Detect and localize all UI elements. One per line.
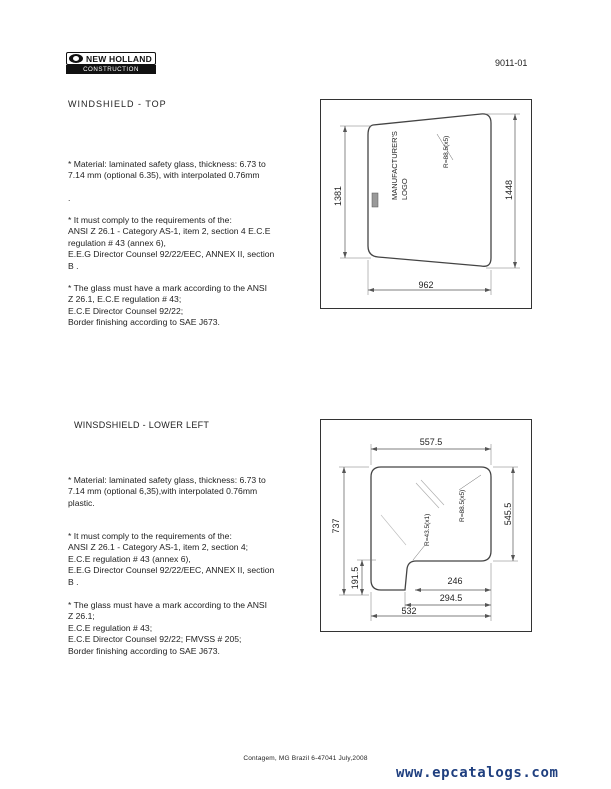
- diagram-top-frame: 1381 1448 962 R=88.5(x5) MANUFACTURER'S …: [320, 99, 532, 309]
- dim-top-width: 557.5: [420, 437, 443, 447]
- windshield-lower-diagram: 557.5 545.5 737 191.5 246 294.5: [331, 437, 518, 621]
- text-line: Border finishing according to SAE J673.: [68, 317, 220, 328]
- leaf-icon: [69, 54, 83, 63]
- logo-label-1: MANUFACTURER'S: [390, 131, 399, 200]
- text-line: Z 26.1, E.C.E regulation # 43;: [68, 294, 182, 305]
- windshield-top-diagram: 1381 1448 962 R=88.5(x5) MANUFACTURER'S …: [333, 113, 520, 295]
- text-line: E.E.G Director Counsel 92/22/EEC, ANNEX …: [68, 249, 275, 260]
- dim-height-right: 1448: [504, 180, 514, 200]
- text-line: * It must comply to the requirements of …: [68, 531, 232, 541]
- radius-label: R=88.5(x5): [443, 136, 450, 168]
- logo-label-2: LOGO: [400, 178, 409, 200]
- text-line: B .: [68, 576, 79, 587]
- radius-label-2: R=43.5(x1): [424, 514, 431, 546]
- text-line: E.C.E regulation # 43 (annex 6),: [68, 553, 191, 564]
- text-line: E.C.E Director Counsel 92/22; FMVSS # 20…: [68, 634, 242, 645]
- dim-right-height: 545.5: [503, 503, 513, 526]
- dim-height-left: 1381: [333, 186, 343, 206]
- section-lower-material: * Material: laminated safety glass, thic…: [68, 475, 320, 509]
- dim-294: 294.5: [440, 593, 463, 603]
- text-line: * Material: laminated safety glass, thic…: [68, 159, 266, 169]
- text-line: * It must comply to the requirements of …: [68, 215, 232, 225]
- diagram-lower-frame: 557.5 545.5 737 191.5 246 294.5: [320, 419, 532, 632]
- section-lower-marking: * The glass must have a mark according t…: [68, 600, 320, 657]
- section-lower-title: WINSDSHIELD - LOWER LEFT: [74, 420, 210, 430]
- section-lower-compliance: * It must comply to the requirements of …: [68, 531, 320, 588]
- dim-width: 962: [418, 280, 433, 290]
- section-top-title: WINDSHIELD - TOP: [68, 99, 167, 109]
- section-top-material: * Material: laminated safety glass, thic…: [68, 159, 320, 182]
- watermark: www.epcatalogs.com: [396, 765, 559, 781]
- text-line: 7.14 mm (optional 6,35),with interpolate…: [68, 486, 258, 497]
- text-line: Z 26.1;: [68, 611, 95, 622]
- dim-246: 246: [447, 576, 462, 586]
- section-top-compliance: * It must comply to the requirements of …: [68, 215, 320, 272]
- radius-label-1: R=88.5(x5): [459, 490, 466, 522]
- glass-outline: [367, 113, 492, 267]
- section-top-marking: * The glass must have a mark according t…: [68, 283, 320, 329]
- new-holland-logo: NEW HOLLAND CONSTRUCTION: [66, 52, 156, 74]
- dim-532: 532: [401, 606, 416, 616]
- text-line: * The glass must have a mark according t…: [68, 600, 268, 610]
- text-line: .: [68, 193, 71, 203]
- text-line: E.C.E Director Counsel 92/22;: [68, 305, 184, 316]
- text-line: Border finishing according to SAE J673.: [68, 645, 220, 656]
- document-number: 9011-01: [495, 58, 528, 68]
- text-line: * The glass must have a mark according t…: [68, 283, 268, 293]
- text-line: E.E.G Director Counsel 92/22/EEC, ANNEX …: [68, 565, 275, 576]
- glass-outline: [370, 466, 492, 591]
- logo-subtitle: CONSTRUCTION: [66, 65, 156, 74]
- text-line: regulation # 43 (annex 6),: [68, 237, 166, 248]
- section-top-dot: .: [68, 193, 320, 204]
- footer-text: Contagem, MG Brazil 6-47041 July,2008: [243, 755, 368, 762]
- dim-notch: 191.5: [350, 567, 360, 590]
- dim-left-height: 737: [331, 518, 341, 533]
- text-line: ANSI Z 26.1 - Category AS-1, item 2, sec…: [68, 542, 249, 553]
- text-line: E.C.E regulation # 43;: [68, 622, 153, 633]
- text-line: * Material: laminated safety glass, thic…: [68, 475, 266, 485]
- text-line: ANSI Z 26.1 - Category AS-1, item 2, sec…: [68, 226, 271, 237]
- text-line: 7.14 mm (optional 6.35), with interpolat…: [68, 170, 260, 181]
- logo-mark: [371, 192, 379, 208]
- text-line: B .: [68, 260, 79, 271]
- text-line: plastic.: [68, 497, 95, 508]
- logo-brand: NEW HOLLAND: [86, 53, 152, 64]
